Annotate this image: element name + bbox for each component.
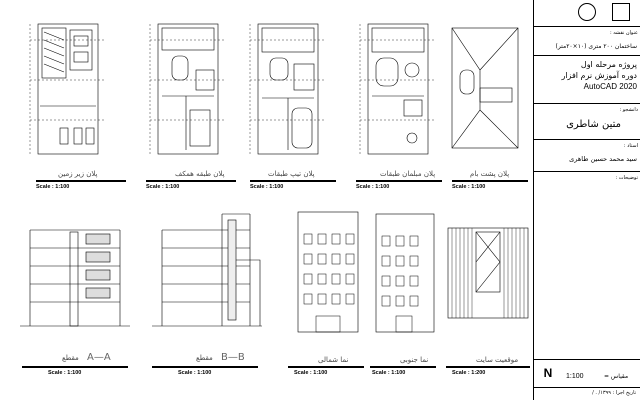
- course-line-1: پروژه مرحله اول: [580, 60, 637, 69]
- caption-section-bb: B—B مقطع: [196, 352, 245, 363]
- north-arrow-icon: N: [543, 366, 553, 380]
- caption-north-elev: نما شمالی: [318, 356, 349, 364]
- scale-bar-6: [22, 366, 128, 368]
- course-row: پروژه مرحله اول دوره آموزش نرم افزار Aut…: [534, 56, 640, 104]
- student-label: دانشجو :: [619, 107, 638, 113]
- scale-section-bb: Scale : 1:100: [178, 370, 212, 376]
- typical-plan: [249, 23, 326, 155]
- section-bb-drawing: [152, 213, 262, 327]
- basement-plan: [29, 23, 104, 155]
- scale-bar-8: [288, 366, 364, 368]
- scale-ground: Scale : 1:100: [146, 184, 180, 190]
- scale-basement: Scale : 1:100: [36, 184, 70, 190]
- scale-north-elev: Scale : 1:100: [294, 370, 328, 376]
- sheet-scale-label: مقیاس =: [604, 373, 629, 380]
- scale-bar-5: [452, 180, 528, 182]
- floor-plans-drawing: [29, 23, 519, 155]
- caption-basement: پلان زیر زمین: [58, 170, 98, 178]
- section-aa-letters: A—A: [87, 352, 111, 363]
- section-bb-label: مقطع: [196, 354, 213, 362]
- ground-plan: [149, 23, 226, 155]
- teacher-row: استاد : سید محمد حسین طاهری: [534, 140, 640, 172]
- scale-roof: Scale : 1:100: [452, 184, 486, 190]
- caption-ground: پلان طبقه همکف: [175, 170, 225, 178]
- caption-south-elev: نما جنوبی: [400, 356, 429, 364]
- caption-site: موقعیت سایت: [476, 356, 519, 364]
- scale-site: Scale : 1:200: [452, 370, 486, 376]
- student-name: متین شاطری: [566, 119, 621, 130]
- north-elevation-drawing: [297, 211, 359, 333]
- roof-plan: [451, 27, 519, 149]
- caption-furniture: پلان مبلمان طبقات: [380, 170, 436, 178]
- scale-section-aa: Scale : 1:100: [48, 370, 82, 376]
- caption-typical: پلان تیپ طبقات: [268, 170, 315, 178]
- scale-row: [534, 360, 640, 388]
- scale-furniture: Scale : 1:100: [356, 184, 390, 190]
- scale-bar-7: [152, 366, 258, 368]
- scale-bar-3: [250, 180, 336, 182]
- sheet-scale-value: 1:100: [566, 373, 584, 380]
- student-row: دانشجو : متین شاطری: [534, 104, 640, 140]
- date-label: تاریخ اجرا : ۱۳۹۹/ . /: [592, 390, 636, 396]
- scale-bar-9: [370, 366, 436, 368]
- project-value: ساختمان ۲۰۰ متری (۱۰×۲۰متر): [555, 43, 637, 50]
- south-elevation-drawing: [375, 213, 435, 333]
- project-label: عنوان نقشه :: [609, 30, 638, 36]
- section-aa-drawing: [20, 229, 130, 327]
- caption-roof: پلان پشت بام: [470, 170, 510, 178]
- scale-south-elev: Scale : 1:100: [372, 370, 406, 376]
- teacher-label: استاد :: [623, 143, 638, 149]
- sections-elevations-drawing: [20, 211, 529, 333]
- institute-logo: [612, 3, 630, 21]
- notes-row: توضیحات :: [534, 172, 640, 360]
- course-line-2: دوره آموزش نرم افزار: [561, 71, 637, 80]
- project-row: عنوان نقشه : ساختمان ۲۰۰ متری (۱۰×۲۰متر): [534, 26, 640, 56]
- caption-section-aa: A—A مقطع: [62, 352, 111, 363]
- notes-label: توضیحات :: [615, 175, 638, 181]
- course-line-3: AutoCAD 2020: [583, 82, 637, 91]
- section-bb-letters: B—B: [221, 352, 245, 363]
- furniture-plan: [359, 23, 436, 155]
- scale-bar-4: [356, 180, 442, 182]
- section-aa-label: مقطع: [62, 354, 79, 362]
- title-block: عنوان نقشه : ساختمان ۲۰۰ متری (۱۰×۲۰متر)…: [533, 0, 640, 400]
- site-plan-drawing: [447, 227, 529, 319]
- scale-bar-2: [146, 180, 236, 182]
- scale-bar-10: [446, 366, 530, 368]
- university-logo: [578, 3, 596, 21]
- scale-typical: Scale : 1:100: [250, 184, 284, 190]
- teacher-name: سید محمد حسین طاهری: [569, 155, 637, 163]
- scale-bar-1: [36, 180, 126, 182]
